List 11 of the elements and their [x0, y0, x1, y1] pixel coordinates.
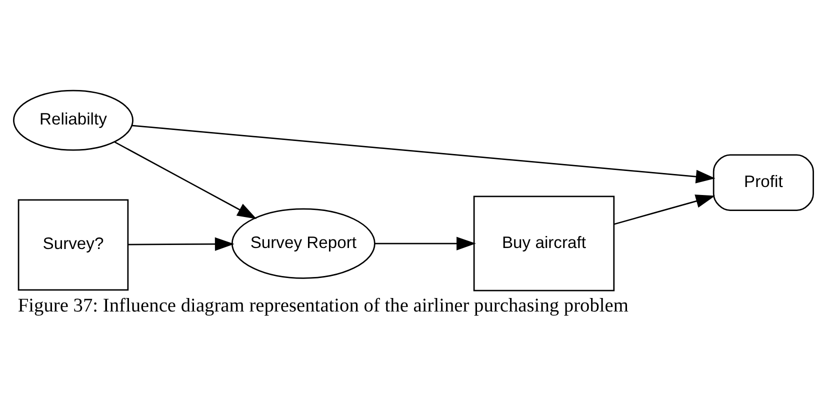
node-ellipse: Survey Report: [231, 208, 376, 278]
node-ellipse: Reliabilty: [13, 89, 134, 150]
caption: Figure 37: Influence diagram representation of the airliner purchasing problem: [18, 295, 628, 316]
node-box: Buy aircraft: [473, 195, 615, 291]
arrow: [128, 236, 234, 250]
arrow: [374, 236, 476, 250]
arrow: [614, 194, 716, 224]
arrow: [132, 124, 716, 183]
node-box: Profit: [712, 154, 814, 210]
node-box: Survey?: [18, 198, 129, 290]
arrow: [114, 140, 257, 218]
